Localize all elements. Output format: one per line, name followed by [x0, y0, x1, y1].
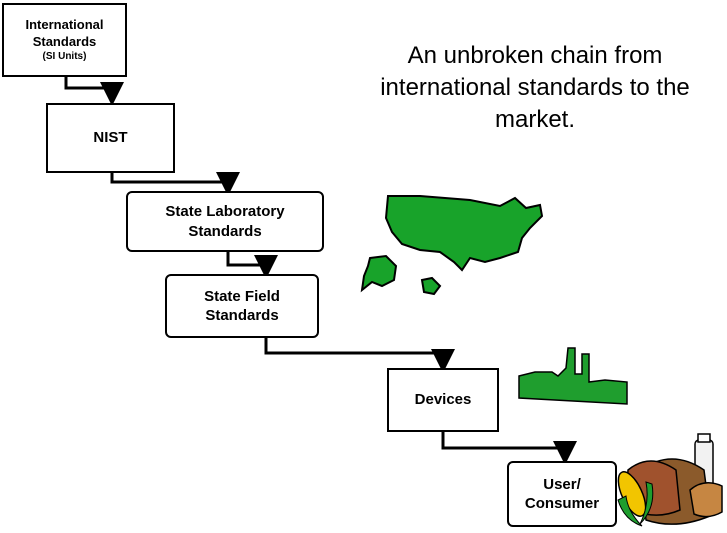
devices-box: Devices [387, 368, 499, 432]
factory-icon [518, 347, 628, 405]
headline-line2: international standards to the [380, 74, 690, 101]
state-laboratory-standards-box: State Laboratory Standards [126, 191, 324, 252]
arrow-state-field-to-devices [264, 337, 455, 373]
arrow-state-lab-to-state-field [226, 250, 278, 279]
arrow-devices-to-user [441, 431, 577, 465]
headline-line3: market. [494, 106, 575, 133]
state-field-label-line1: State Field [204, 287, 280, 305]
diagram-headline: An unbroken chain from international sta… [345, 40, 725, 136]
international-standards-box: International Standards (SI Units) [2, 3, 127, 77]
us-map-icon [360, 195, 544, 296]
international-standards-label-line1: International [25, 16, 104, 32]
user-consumer-label-line1: User/ [543, 475, 581, 493]
devices-label: Devices [414, 391, 472, 409]
si-units-label: (SI Units) [42, 51, 87, 63]
state-laboratory-label-line2: Standards [188, 222, 262, 240]
user-consumer-box: User/ Consumer [507, 461, 617, 527]
state-field-standards-box: State Field Standards [165, 274, 319, 338]
user-consumer-label-line2: Consumer [524, 495, 600, 512]
international-standards-label-line2: Standards [32, 33, 97, 49]
food-basket-icon [617, 433, 723, 527]
state-laboratory-label-line1: State Laboratory [165, 203, 285, 220]
headline-line1: An unbroken chain from [407, 42, 663, 69]
nist-box: NIST [46, 103, 175, 173]
arrow-nist-to-state-lab [110, 172, 240, 196]
state-field-label-line2: Standards [205, 307, 279, 324]
nist-label: NIST [93, 129, 128, 147]
arrow-international-to-nist [64, 76, 124, 106]
